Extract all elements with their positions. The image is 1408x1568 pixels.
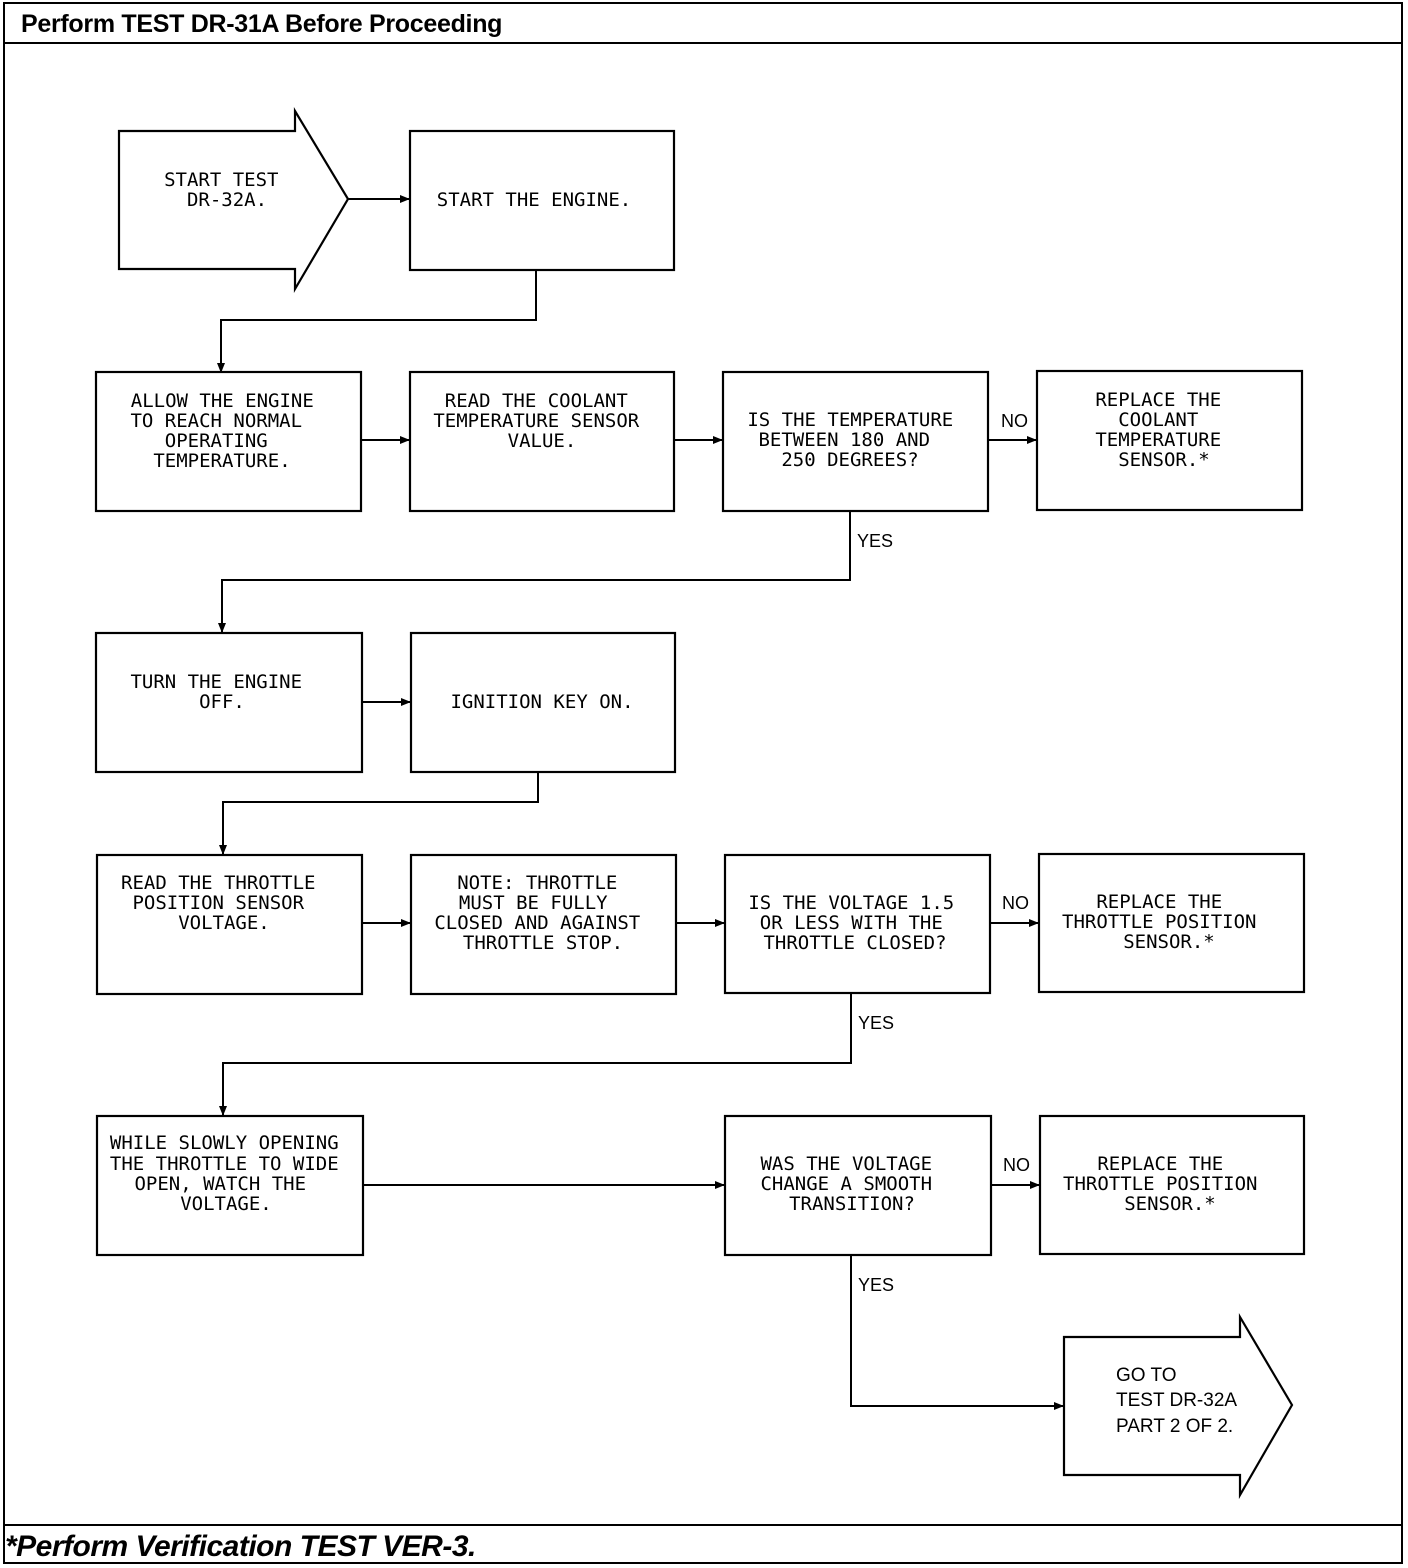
edge-label-no-temperature: NO: [1001, 411, 1028, 431]
replace-throttle-sensor-box-2: REPLACE THE THROTTLE POSITION SENSOR.*: [1038, 1114, 1306, 1256]
node-text-smooth-transition-question: WAS THE VOLTAGE CHANGE A SMOOTH TRANSITI…: [760, 1153, 943, 1215]
node-text-start: START TEST DR-32A.: [164, 169, 290, 211]
temperature-question-box: IS THE TEMPERATURE BETWEEN 180 AND 250 D…: [721, 370, 990, 513]
replace-throttle-sensor-box-1: REPLACE THE THROTTLE POSITION SENSOR.*: [1037, 852, 1306, 994]
connectors: [217, 195, 1064, 1410]
node-text-throttle-note: NOTE: THROTTLE MUST BE FULLY CLOSED AND …: [434, 872, 651, 954]
ignition-key-on-box: IGNITION KEY ON.: [409, 631, 677, 774]
edge-voltage-yes: [219, 993, 852, 1116]
node-text-replace-coolant: REPLACE THE COOLANT TEMPERATURE SENSOR.*: [1095, 389, 1232, 471]
page-frame: [3, 2, 1403, 1564]
read-coolant-box: READ THE COOLANT TEMPERATURE SENSOR VALU…: [408, 370, 676, 513]
turn-engine-off-box: TURN THE ENGINE OFF.: [94, 631, 364, 774]
footer-note: *Perform Verification TEST VER-3.: [5, 1530, 476, 1563]
node-text-read-coolant: READ THE COOLANT TEMPERATURE SENSOR VALU…: [433, 390, 650, 452]
start-engine-box: START THE ENGINE.: [408, 129, 676, 272]
node-text-start-engine: START THE ENGINE.: [437, 189, 631, 211]
voltage-question-box: IS THE VOLTAGE 1.5 OR LESS WITH THE THRO…: [723, 853, 992, 995]
node-text-replace-throttle-sensor-2: REPLACE THE THROTTLE POSITION SENSOR.*: [1063, 1153, 1269, 1215]
page-footer: *Perform Verification TEST VER-3.: [5, 1524, 1401, 1563]
edge-label-yes-temperature: YES: [857, 531, 893, 551]
smooth-transition-question-box: WAS THE VOLTAGE CHANGE A SMOOTH TRANSITI…: [723, 1114, 993, 1257]
node-text-read-throttle: READ THE THROTTLE POSITION SENSOR VOLTAG…: [121, 872, 327, 934]
edge-temp-yes: [218, 511, 851, 633]
node-text-open-throttle: WHILE SLOWLY OPENING THE THROTTLE TO WID…: [110, 1132, 350, 1215]
page-header: Perform TEST DR-31A Before Proceeding: [5, 4, 1401, 44]
edge-label-no-voltage: NO: [1002, 893, 1029, 913]
node-text-turn-engine-off: TURN THE ENGINE OFF.: [130, 671, 313, 713]
edge-start-engine-to-allow: [217, 270, 537, 373]
header-title: Perform TEST DR-31A Before Proceeding: [21, 10, 503, 38]
open-throttle-box: WHILE SLOWLY OPENING THE THROTTLE TO WID…: [95, 1114, 365, 1257]
node-text-replace-throttle-sensor-1: REPLACE THE THROTTLE POSITION SENSOR.*: [1062, 891, 1268, 953]
edge-label-yes-smooth: YES: [858, 1275, 894, 1295]
node-text-ignition-key-on: IGNITION KEY ON.: [450, 691, 633, 713]
node-text-temperature-question: IS THE TEMPERATURE BETWEEN 180 AND 250 D…: [747, 409, 964, 471]
edge-ignition-to-read-tps: [219, 772, 539, 855]
node-text-voltage-question: IS THE VOLTAGE 1.5 OR LESS WITH THE THRO…: [748, 892, 965, 954]
node-text-goto: GO TO TEST DR-32A PART 2 OF 2.: [1116, 1365, 1241, 1437]
edge-label-no-smooth: NO: [1003, 1155, 1030, 1175]
read-throttle-box: READ THE THROTTLE POSITION SENSOR VOLTAG…: [95, 853, 364, 996]
node-text-allow-engine: ALLOW THE ENGINE TO REACH NORMAL OPERATI…: [130, 390, 325, 472]
edge-label-yes-voltage: YES: [858, 1013, 894, 1033]
throttle-note-box: NOTE: THROTTLE MUST BE FULLY CLOSED AND …: [409, 853, 678, 996]
start-node: START TEST DR-32A.: [117, 107, 350, 294]
edge-labels: NO YES NO YES NO YES: [857, 411, 1030, 1295]
edge-smooth-yes: [850, 1256, 1064, 1410]
replace-coolant-box: REPLACE THE COOLANT TEMPERATURE SENSOR.*: [1035, 369, 1304, 512]
goto-node: GO TO TEST DR-32A PART 2 OF 2.: [1062, 1312, 1294, 1500]
allow-engine-box: ALLOW THE ENGINE TO REACH NORMAL OPERATI…: [94, 370, 363, 513]
